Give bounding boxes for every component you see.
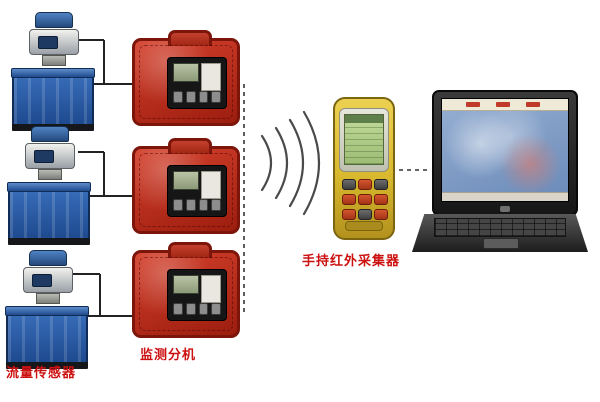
panel-label-card — [201, 275, 221, 303]
panel-buttons — [173, 303, 221, 315]
control-panel — [167, 57, 227, 109]
transmitter-head — [29, 29, 79, 55]
laptop-keyboard — [434, 218, 566, 237]
monitor-unit-1 — [132, 30, 240, 126]
flow-sensor-unit-3 — [5, 250, 90, 369]
flow-sensor-unit-2 — [7, 126, 92, 245]
handheld-lcd — [344, 114, 384, 165]
transmitter-cap — [35, 12, 73, 28]
laptop-touchpad — [483, 238, 519, 249]
sensor-tank — [5, 306, 89, 369]
handheld-bottom-trim — [345, 221, 383, 231]
sensor-tank — [11, 68, 95, 131]
panel-display — [173, 171, 199, 190]
case-rivets — [139, 257, 233, 331]
handheld-bezel — [339, 108, 389, 172]
panel-display — [173, 63, 199, 82]
laptop-screen — [432, 90, 578, 216]
transmitter-display — [34, 150, 54, 163]
panel-label-card — [201, 63, 221, 91]
case-rivets — [139, 45, 233, 119]
sensor-tank — [7, 182, 91, 245]
app-titlebar — [442, 99, 568, 111]
transmitter-flange — [38, 169, 62, 180]
tank-flange — [5, 306, 89, 316]
tank-base — [8, 238, 90, 245]
laptop-display — [441, 98, 569, 202]
handheld-collector — [333, 97, 395, 240]
laptop-brand-logo — [500, 206, 510, 212]
control-panel — [167, 165, 227, 217]
flow-transmitter — [25, 126, 75, 180]
laptop-base — [412, 214, 588, 252]
tank-base — [6, 362, 88, 369]
flow-sensor-unit-1 — [11, 12, 96, 131]
tank-flange — [7, 182, 91, 192]
app-content-graphic — [442, 111, 568, 193]
transmitter-cap — [29, 250, 67, 266]
transmitter-head — [25, 143, 75, 169]
control-panel — [167, 269, 227, 321]
handheld-collector-label: 手持红外采集器 — [302, 254, 401, 269]
panel-display — [173, 275, 199, 294]
app-statusbar — [442, 192, 568, 201]
transmitter-display — [32, 274, 52, 287]
case-handle — [168, 30, 212, 46]
monitor-unit-2 — [132, 138, 240, 234]
case-handle — [168, 242, 212, 258]
tank-flange — [11, 68, 95, 78]
flow-transmitter — [29, 12, 79, 66]
transmitter-flange — [36, 293, 60, 304]
transmitter-head — [23, 267, 73, 293]
flow-transmitter — [23, 250, 73, 304]
wireless-signal-arcs — [260, 110, 320, 216]
transmitter-flange — [42, 55, 66, 66]
handheld-keypad — [342, 179, 388, 220]
flow-sensor-label: 流量传感器 — [6, 366, 77, 381]
transmitter-display — [38, 36, 58, 49]
panel-buttons — [173, 91, 221, 103]
case-handle — [168, 138, 212, 154]
panel-label-card — [201, 171, 221, 199]
handheld-lcd-header — [345, 115, 383, 123]
transmitter-cap — [31, 126, 69, 142]
monitor-unit-3 — [132, 242, 240, 338]
panel-buttons — [173, 199, 221, 211]
monitor-unit-label: 监测分机 — [140, 348, 197, 363]
case-rivets — [139, 153, 233, 227]
